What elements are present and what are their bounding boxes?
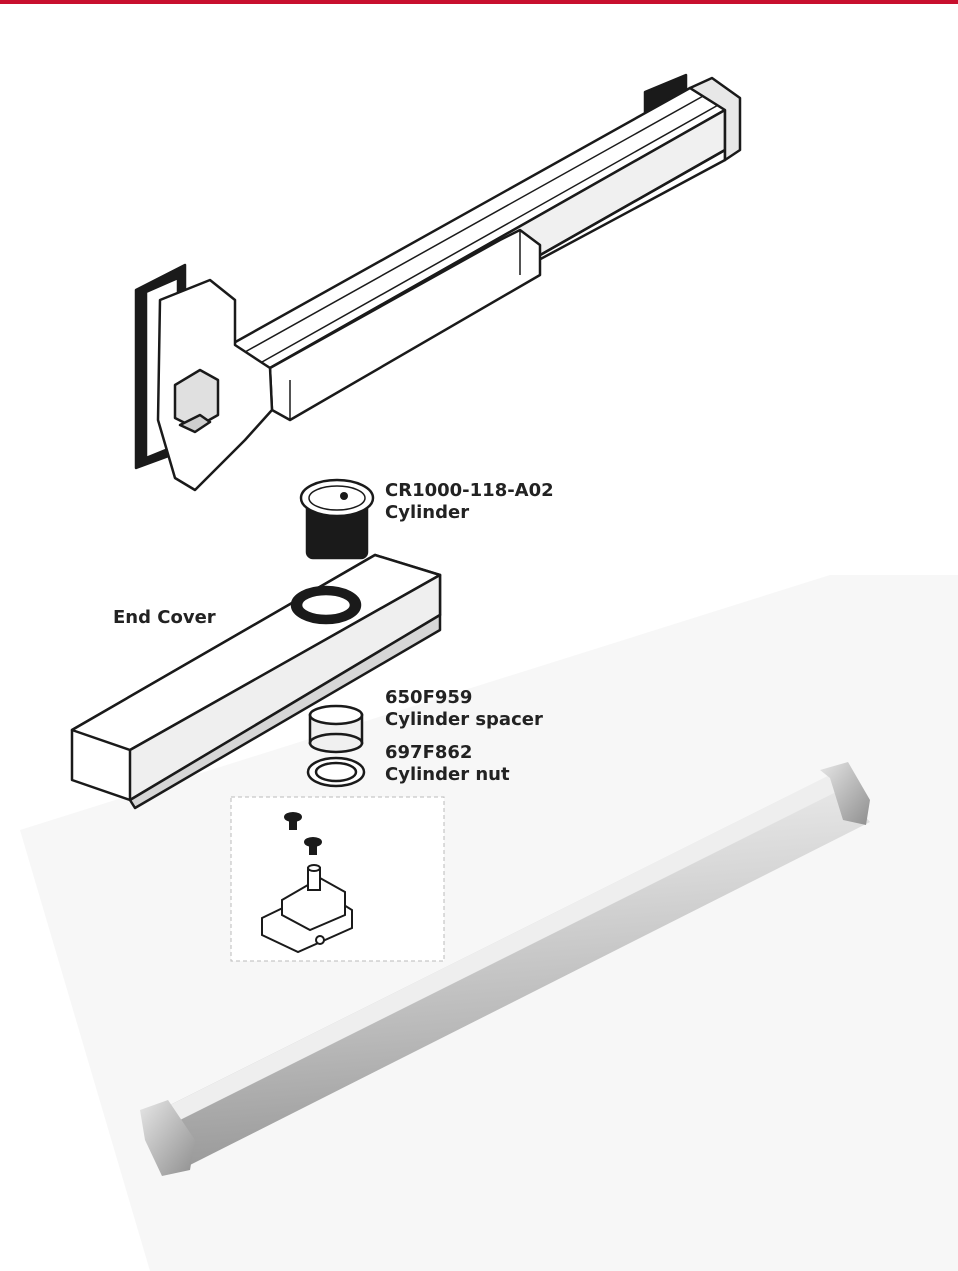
spacer-part-name: Cylinder spacer	[385, 709, 543, 730]
nut-label: 697F862 Cylinder nut	[385, 742, 510, 786]
push-bar-photo	[140, 762, 870, 1176]
nut-drawing	[306, 756, 366, 788]
cylinder-label: CR1000-118-A02 Cylinder	[385, 480, 554, 524]
nut-part-name: Cylinder nut	[385, 764, 510, 785]
hardware-detail-box	[230, 796, 445, 962]
end-cover-name: End Cover	[113, 607, 216, 628]
spacer-label: 650F959 Cylinder spacer	[385, 687, 543, 731]
end-cover-label: End Cover	[113, 607, 216, 629]
spacer-drawing	[308, 704, 364, 754]
exit-device-drawing	[134, 73, 742, 492]
spacer-part-number: 650F959	[385, 687, 473, 708]
cylinder-drawing	[299, 478, 375, 560]
nut-part-number: 697F862	[385, 742, 473, 763]
cylinder-part-name: Cylinder	[385, 502, 470, 523]
cylinder-part-number: CR1000-118-A02	[385, 480, 554, 501]
end-cover-drawing	[70, 553, 442, 810]
top-accent-rule	[0, 0, 958, 4]
